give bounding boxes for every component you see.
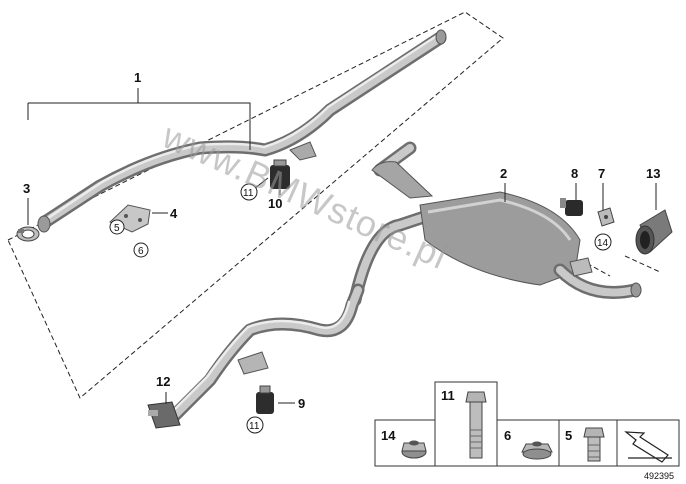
callout-11a: 11 [243, 188, 254, 199]
bracket-part-7 [597, 207, 615, 227]
callout-14: 14 [597, 238, 609, 249]
legend-label-14: 14 [381, 428, 396, 443]
callout-11b: 11 [249, 421, 260, 432]
callout-8: 8 [571, 166, 578, 181]
hanger-part-8 [560, 198, 583, 216]
callout-12: 12 [156, 374, 170, 389]
legend-label-6: 6 [504, 428, 511, 443]
callout-10: 10 [268, 196, 282, 211]
hex-nut-icon [521, 441, 553, 460]
callout-13: 13 [646, 166, 660, 181]
clamp-part-3 [16, 226, 40, 242]
leader-lines [27, 88, 657, 404]
callout-5: 5 [114, 223, 120, 234]
rubber-mount-part-10 [270, 159, 290, 189]
flange-nut-icon [401, 440, 427, 459]
diagram-id: 492395 [644, 471, 674, 481]
legend-label-5: 5 [565, 428, 572, 443]
bolt-11-icon [465, 391, 487, 459]
clamp-part-12 [147, 401, 181, 429]
middle-pipe [168, 283, 365, 422]
tailpipe-trim-part-13 [635, 209, 673, 255]
callout-1: 1 [134, 70, 141, 85]
callout-2: 2 [500, 166, 507, 181]
callout-6: 6 [138, 246, 144, 257]
fastener-legend: 14 11 6 5 [374, 381, 680, 467]
rubber-mount-part-9 [256, 385, 274, 414]
callout-7: 7 [598, 166, 605, 181]
direction-arrow-icon [624, 431, 672, 463]
callout-4: 4 [170, 206, 178, 221]
callout-3: 3 [23, 181, 30, 196]
callout-9: 9 [298, 396, 305, 411]
bolt-5-icon [583, 427, 605, 462]
callouts: 1 2 3 4 7 8 9 10 12 13 5 6 11 11 14 [23, 70, 660, 434]
front-pipe [37, 29, 447, 233]
legend-label-11: 11 [441, 388, 455, 403]
